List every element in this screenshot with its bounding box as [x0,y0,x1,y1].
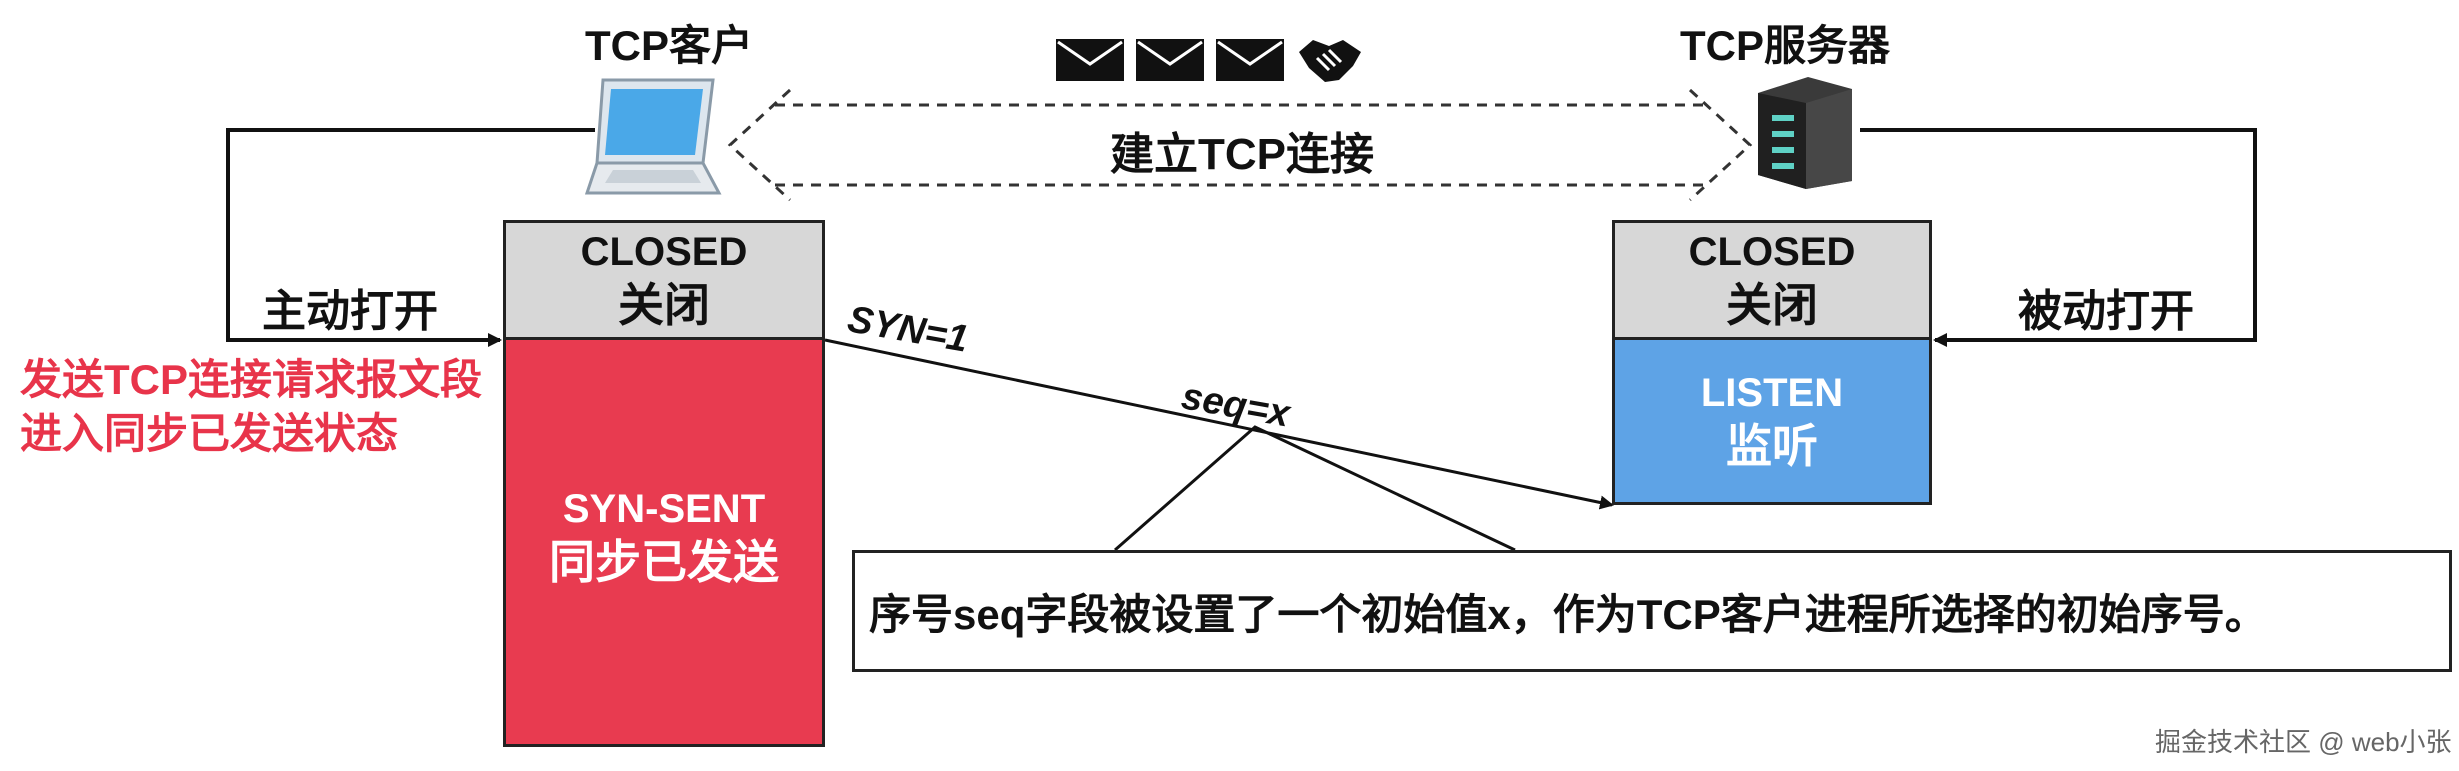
server-icon [1748,75,1860,195]
laptop-icon [584,75,725,205]
client-sent-zh: 同步已发送 [549,536,779,588]
server-closed-state: CLOSED 关闭 [1612,220,1932,340]
connection-right-arrowhead [1688,88,1753,202]
client-syn-sent-state: SYN-SENT 同步已发送 [503,337,825,747]
server-closed-zh: 关闭 [1726,279,1818,331]
seq-callout-text: 序号seq字段被设置了一个初始值x，作为TCP客户进程所选择的初始序号。 [869,590,2267,638]
connection-label: 建立TCP连接 [1110,130,1374,179]
envelope-icon [1135,38,1205,87]
connection-left-arrowhead [727,88,792,202]
client-open-line [226,128,595,347]
client-note-line1: 发送TCP连接请求报文段 [20,356,483,403]
watermark: 掘金技术社区 @ web小张 [2155,727,2452,757]
server-open-line [1860,128,2257,347]
client-closed-zh: 关闭 [618,279,710,331]
client-title: TCP客户 [585,22,754,69]
client-closed-en: CLOSED [580,230,748,274]
client-sent-en: SYN-SENT [562,487,766,531]
server-listen-zh: 监听 [1726,420,1818,472]
server-title: TCP服务器 [1680,22,1891,69]
handshake-icon [1295,32,1365,93]
server-closed-en: CLOSED [1688,230,1856,274]
client-action-label: 主动打开 [262,287,438,336]
client-closed-state: CLOSED 关闭 [503,220,825,340]
connection-dashed-arrow [775,103,1705,187]
envelope-icon [1215,38,1285,87]
envelope-icon [1055,38,1125,87]
seq-callout: 序号seq字段被设置了一个初始值x，作为TCP客户进程所选择的初始序号。 [852,550,2452,672]
server-listen-en: LISTEN [1700,371,1844,415]
callout-pointer [1114,425,1516,552]
client-note-line2: 进入同步已发送状态 [20,410,399,457]
server-listen-state: LISTEN 监听 [1612,337,1932,505]
server-action-label: 被动打开 [2018,287,2194,336]
syn-segment-arrow [824,338,1614,510]
